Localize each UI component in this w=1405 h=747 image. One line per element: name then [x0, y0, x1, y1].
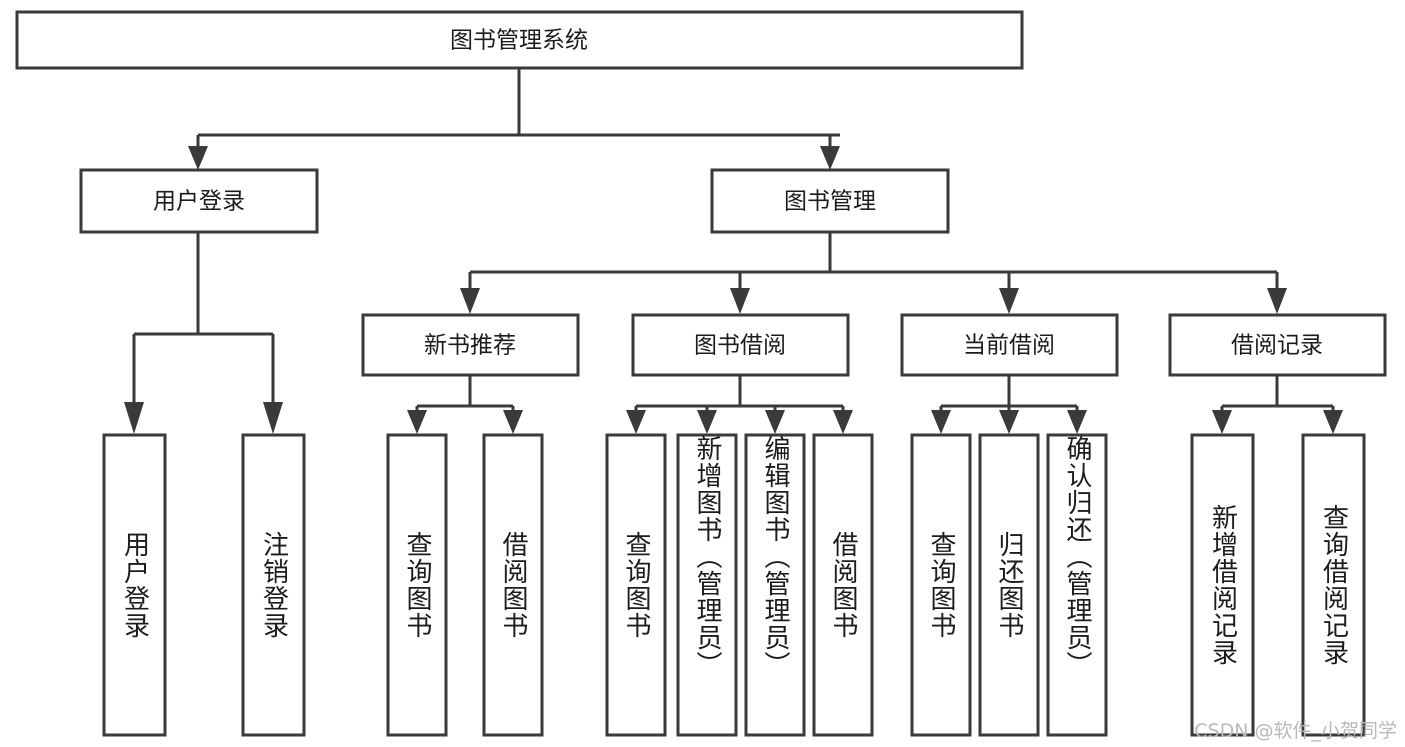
leaf-box-confirm-return	[1046, 433, 1108, 737]
leaf-box-borrow-book-2	[812, 433, 874, 737]
node-current-borrow[interactable]: 当前借阅	[900, 313, 1119, 377]
edges-newbook-to-leaves	[407, 375, 523, 434]
node-user-login[interactable]: 用户登录	[79, 168, 319, 234]
leaf-box-borrow-book-1	[482, 433, 544, 737]
leaf-box-query-book-3	[910, 433, 972, 737]
leaf-box-user-login	[102, 433, 167, 737]
leaf-box-query-record	[1301, 433, 1366, 737]
node-book-management[interactable]: 图书管理	[710, 168, 950, 234]
edges-borrowrecord-to-leaves	[1212, 375, 1343, 434]
node-book-management-label: 图书管理	[784, 189, 876, 215]
node-book-borrow[interactable]: 图书借阅	[631, 313, 850, 377]
edges-bookmgmt-to-level3	[460, 232, 1287, 314]
node-book-borrow-label: 图书借阅	[694, 333, 786, 359]
node-new-book-recommend-label: 新书推荐	[424, 333, 516, 359]
leaf-box-logout-login	[241, 433, 306, 737]
node-current-borrow-label: 当前借阅	[963, 333, 1055, 359]
leaf-box-add-record	[1190, 433, 1255, 737]
node-new-book-recommend[interactable]: 新书推荐	[361, 313, 580, 377]
edges-currentborrow-to-leaves	[931, 375, 1087, 434]
leaf-box-query-book-1	[386, 433, 448, 737]
node-borrow-record[interactable]: 借阅记录	[1168, 313, 1387, 377]
edges-bookborrow-to-leaves	[626, 375, 853, 434]
node-user-login-label: 用户登录	[153, 189, 245, 215]
node-borrow-record-label: 借阅记录	[1231, 333, 1323, 359]
leaf-box-add-book	[676, 433, 738, 737]
edges-root-to-level2	[188, 68, 840, 170]
node-root[interactable]: 图书管理系统	[15, 10, 1024, 70]
leaf-boxes	[102, 433, 1366, 737]
leaf-box-return-book	[978, 433, 1040, 737]
leaf-box-query-book-2	[605, 433, 667, 737]
leaf-box-edit-book	[744, 433, 806, 737]
edges-userlogin-to-leaves	[124, 232, 283, 434]
node-root-label: 图书管理系统	[450, 28, 588, 54]
watermark: CSDN @软件_小贺同学	[1194, 720, 1397, 742]
